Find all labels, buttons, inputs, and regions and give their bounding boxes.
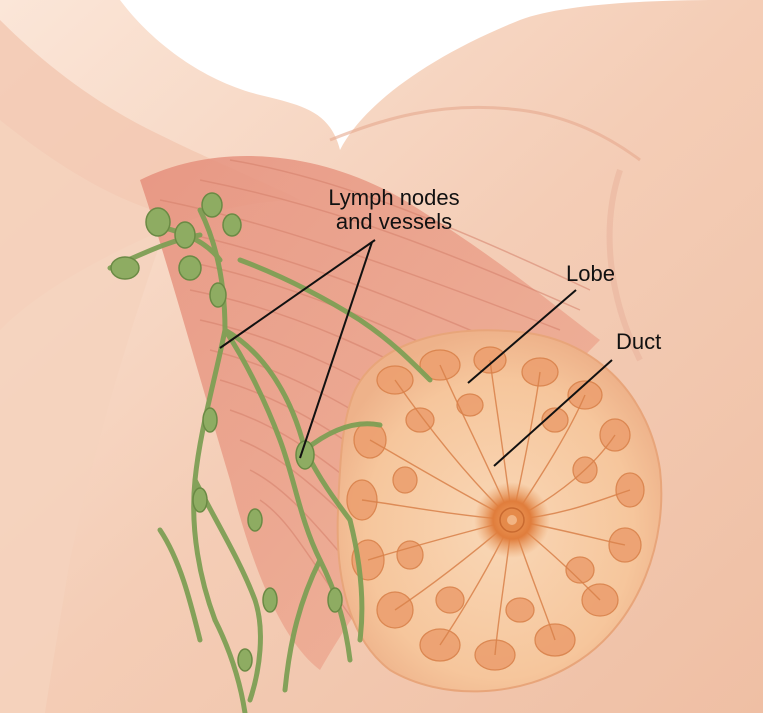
label-duct: Duct [616, 330, 661, 354]
label-lymph-line2: and vessels [309, 210, 479, 234]
label-lobe: Lobe [566, 262, 615, 286]
label-lymph-nodes: Lymph nodes and vessels [309, 186, 479, 234]
label-lymph-line1: Lymph nodes [309, 186, 479, 210]
